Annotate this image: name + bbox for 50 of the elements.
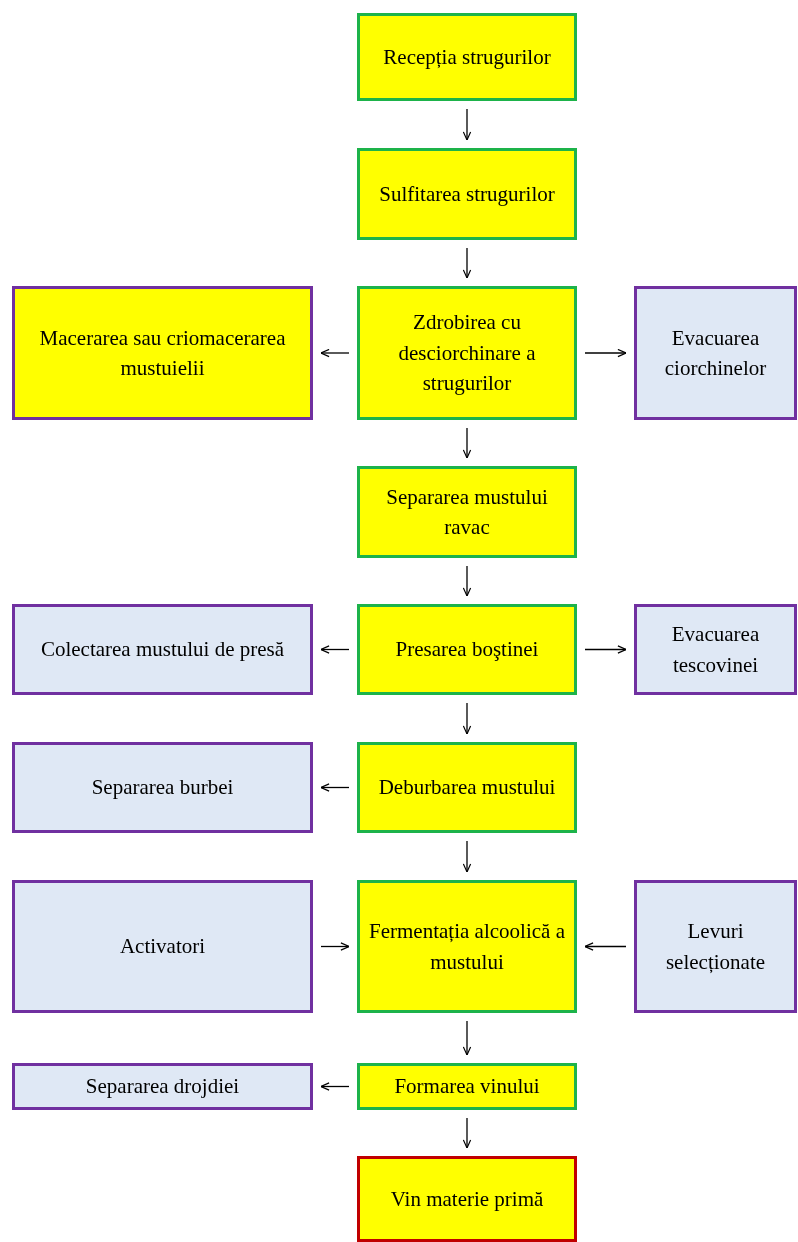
process-box [357,880,577,1013]
arrow [462,1117,472,1149]
process-box [357,148,577,240]
step-label: Formarea vinului [394,1073,540,1101]
arrow [462,840,472,873]
arrow [320,645,350,654]
arrow [320,783,350,792]
process-box [357,1156,577,1242]
process-box [357,466,577,558]
process-box [12,742,313,833]
step-label: Colectarea mustului de presă [40,636,285,664]
step-label: Zdrobirea cu desciorchinare a strugurilor [397,309,537,398]
process-box [357,286,577,420]
process-box [12,880,313,1013]
arrow [462,108,472,141]
arrow [462,1020,472,1056]
process-box [357,604,577,695]
step-label: Evacuarea tescovinei [670,621,761,679]
step-label: Separarea burbei [91,774,234,802]
step-label: Separarea mustului ravac [385,483,549,541]
arrow [462,702,472,735]
step-label: Separarea drojdiei [85,1073,240,1101]
arrow [320,942,350,951]
process-box [12,1063,313,1110]
arrow [584,348,627,358]
step-label: Recepția strugurilor [383,43,551,71]
process-box [357,1063,577,1110]
step-label: Levuri selecționate [664,918,767,976]
process-box [357,13,577,101]
arrow [320,1082,350,1091]
step-label: Activatori [119,933,206,961]
arrow [462,427,472,459]
process-box [12,604,313,695]
arrow [320,348,350,358]
process-box [12,286,313,420]
process-box [357,742,577,833]
step-label: Evacuarea ciorchinelor [663,324,768,382]
arrow [584,645,627,654]
step-label: Sulfitarea strugurilor [379,180,555,208]
step-label: Fermentația alcoolică a mustului [368,918,566,976]
step-label: Vin materie primă [390,1185,544,1213]
process-box [634,604,797,695]
step-label: Macerarea sau criomacerarea mustuielii [38,324,287,382]
process-box [634,286,797,420]
arrow [462,565,472,597]
arrow [462,247,472,279]
arrow [584,942,627,951]
step-label: Presarea boştinei [395,636,539,664]
step-label: Deburbarea mustului [378,774,556,802]
process-box [634,880,797,1013]
